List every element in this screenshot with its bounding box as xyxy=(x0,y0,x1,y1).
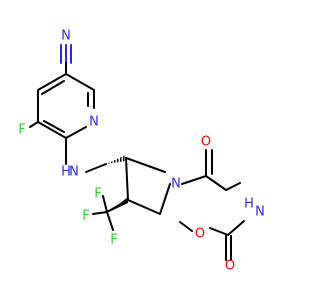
bond-c2-o-ester xyxy=(209,227,229,236)
bond-nh-c xyxy=(85,163,107,173)
atom-n-amine: N xyxy=(69,165,79,180)
atom-f-cf3-top: F xyxy=(94,187,101,202)
bond-ring-d xyxy=(37,121,67,139)
atom-n-pyrrolidine: N xyxy=(171,177,181,192)
bond-o-methyl xyxy=(179,221,193,232)
bond-ring-d2 xyxy=(43,120,65,133)
atom-f-cf3-left: F xyxy=(82,209,89,224)
atom-n-carbamate: N xyxy=(255,205,265,220)
atom-o-ester: O xyxy=(195,227,205,242)
bonds xyxy=(29,44,245,261)
bond-pyr-1 xyxy=(125,157,166,173)
bond-pyr-3 xyxy=(127,199,161,215)
bond-n-co xyxy=(181,175,207,185)
atom-f-ring: F xyxy=(18,123,25,138)
wedge-bond-cf3 xyxy=(109,197,128,212)
bond-ch2-nh xyxy=(225,182,241,191)
atom-n-pyridine: N xyxy=(89,115,99,130)
bond-ring-f xyxy=(65,126,87,139)
bond-pyr-2 xyxy=(159,183,171,215)
atom-h-amine: H xyxy=(61,165,71,180)
atom-f-cf3-bottom: F xyxy=(110,233,117,248)
bond-pyr-4 xyxy=(125,157,129,201)
bond-c2-f xyxy=(29,121,39,128)
bond-cf3-left xyxy=(92,211,108,215)
hash-bond-nh xyxy=(106,155,126,164)
bond-ring-a2 xyxy=(41,80,65,95)
atom-labels: N F N N H N O N H O O F F F xyxy=(18,29,265,274)
bond-ring-a xyxy=(37,73,67,91)
atom-h-carbamate: H xyxy=(244,197,254,212)
atom-n-nitrile: N xyxy=(61,29,71,44)
bond-c-ch2 xyxy=(205,175,227,191)
atom-o-carbonyl: O xyxy=(225,259,235,274)
bond-cf3-top xyxy=(102,195,108,213)
bond-nh-c2 xyxy=(227,220,245,236)
atom-o-ketone: O xyxy=(201,135,211,150)
molecule-structure: N F N N H N O N H O O F F F xyxy=(18,29,265,274)
bond-ring-b xyxy=(65,73,95,91)
bond-cf3-bottom xyxy=(106,211,114,231)
